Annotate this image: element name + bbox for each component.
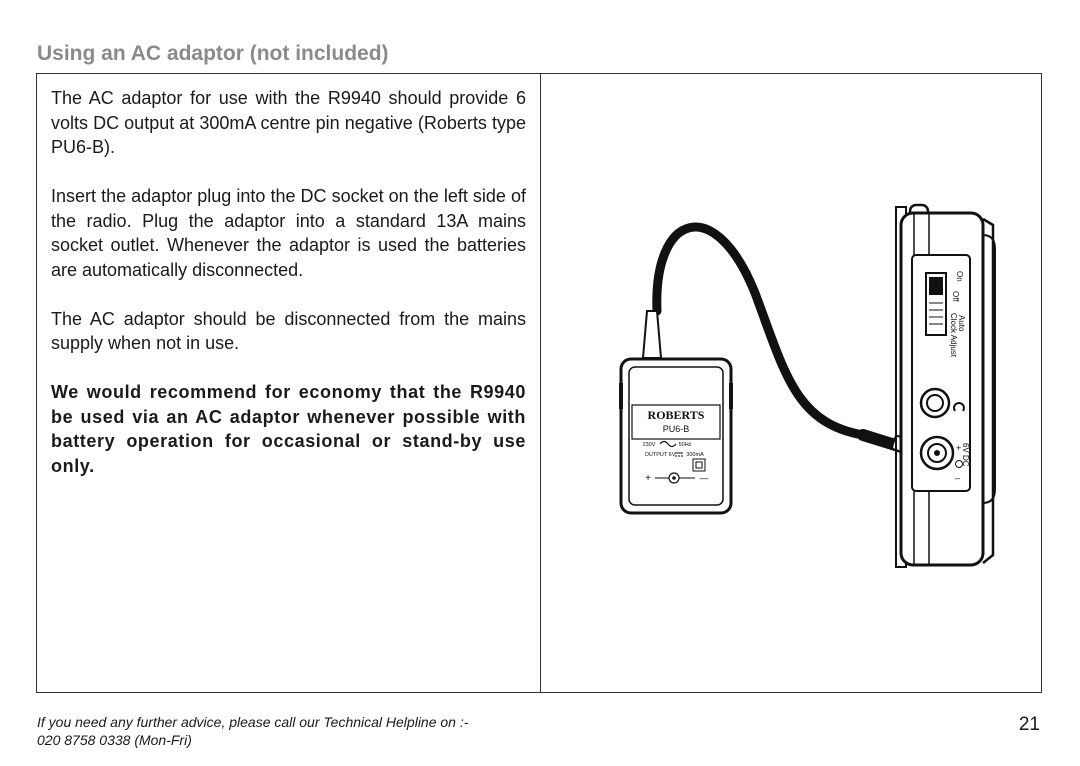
- helpline-text: If you need any further advice, please c…: [37, 714, 469, 730]
- adaptor-output-current: 300mA: [686, 452, 704, 458]
- ac-adaptor: ROBERTS PU6-B 230V 50Hz OUTPUT 6V 300mA …: [619, 357, 733, 515]
- paragraph-adaptor-spec: The AC adaptor for use with the R9940 sh…: [51, 88, 526, 157]
- adaptor-cable: [652, 222, 868, 440]
- headphone-icon: [953, 402, 965, 412]
- column-divider: [540, 74, 541, 692]
- double-insulation-icon: [692, 458, 706, 472]
- ac-wave-icon: [659, 440, 677, 448]
- paragraph-recommendation: We would recommend for economy that the …: [51, 382, 526, 476]
- radio-dc-label: 6V DC: [961, 443, 970, 467]
- adaptor-input-voltage: 230V: [643, 442, 656, 448]
- text-column: The AC adaptor for use with the R9940 sh…: [51, 86, 526, 503]
- footer-helpline: If you need any further advice, please c…: [37, 713, 468, 749]
- adaptor-output-label: OUTPUT 6V: [645, 452, 676, 458]
- radio-polarity-icon: [955, 460, 963, 468]
- radio-on-label: On: [955, 271, 964, 282]
- radio-clock-adjust-label: Clock Adjust: [949, 313, 958, 358]
- radio-minus-sign: –: [955, 473, 960, 483]
- adaptor-input-frequency: 50Hz: [679, 442, 692, 448]
- radio-auto-label: Auto: [957, 315, 966, 332]
- paragraph-insert-instructions: Insert the adaptor plug into the DC sock…: [51, 186, 526, 280]
- adaptor-brand: ROBERTS: [648, 408, 705, 422]
- page-title: Using an AC adaptor (not included): [37, 42, 389, 65]
- adaptor-connection-illustration: ROBERTS PU6-B 230V 50Hz OUTPUT 6V 300mA …: [619, 203, 996, 568]
- adaptor-minus-sign: —: [700, 473, 709, 483]
- content-frame: The AC adaptor for use with the R9940 sh…: [36, 73, 1042, 693]
- radio-side-view: On Off Clock Adjust Auto 6V DC + –: [895, 203, 996, 568]
- adaptor-plus-sign: +: [645, 473, 651, 484]
- helpline-number: 020 8758 0338 (Mon-Fri): [37, 732, 192, 748]
- radio-plus-sign: +: [956, 443, 961, 453]
- adaptor-model: PU6-B: [663, 424, 690, 434]
- paragraph-disconnect-note: The AC adaptor should be disconnected fr…: [51, 308, 526, 354]
- radio-off-label: Off: [951, 291, 960, 302]
- page-number: 21: [1018, 714, 1040, 735]
- adaptor-strain-relief: [641, 310, 663, 359]
